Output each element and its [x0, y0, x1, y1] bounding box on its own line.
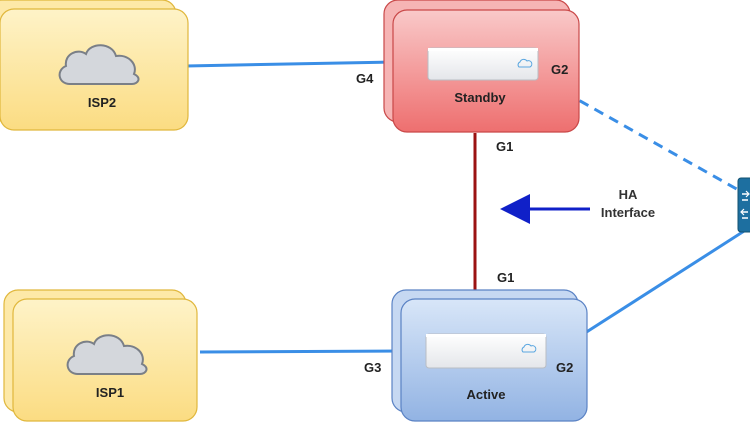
active-node — [391, 289, 588, 422]
ha-interface-label: HA Interface — [588, 186, 668, 222]
network-switch-icon — [737, 177, 750, 233]
cloud-icon — [58, 44, 140, 85]
standby-switch-link — [549, 82, 743, 194]
isp1-node — [3, 289, 198, 422]
isp1-label: ISP1 — [95, 385, 125, 400]
active-port-g3-label: G3 — [364, 360, 382, 375]
standby-node — [383, 0, 580, 133]
standby-label: Standby — [454, 90, 506, 105]
active-switch-link — [573, 225, 750, 342]
isp2-node — [0, 0, 189, 131]
cloud-icon — [66, 334, 148, 375]
isp2-label: ISP2 — [87, 95, 117, 110]
standby-port-g2-label: G2 — [551, 62, 569, 77]
isp1-active-link — [199, 349, 403, 354]
firewall-appliance-icon — [425, 333, 547, 369]
active-port-g2-label: G2 — [556, 360, 574, 375]
active-port-g1-label: G1 — [497, 270, 515, 285]
active-label: Active — [466, 387, 506, 402]
ha-label-line1: HA — [618, 187, 638, 202]
firewall-appliance-icon — [427, 47, 539, 81]
ha-label-line2: Interface — [600, 205, 656, 220]
standby-port-g4-label: G4 — [356, 71, 374, 86]
isp2-standby-link — [185, 60, 393, 68]
standby-port-g1-label: G1 — [496, 139, 514, 154]
